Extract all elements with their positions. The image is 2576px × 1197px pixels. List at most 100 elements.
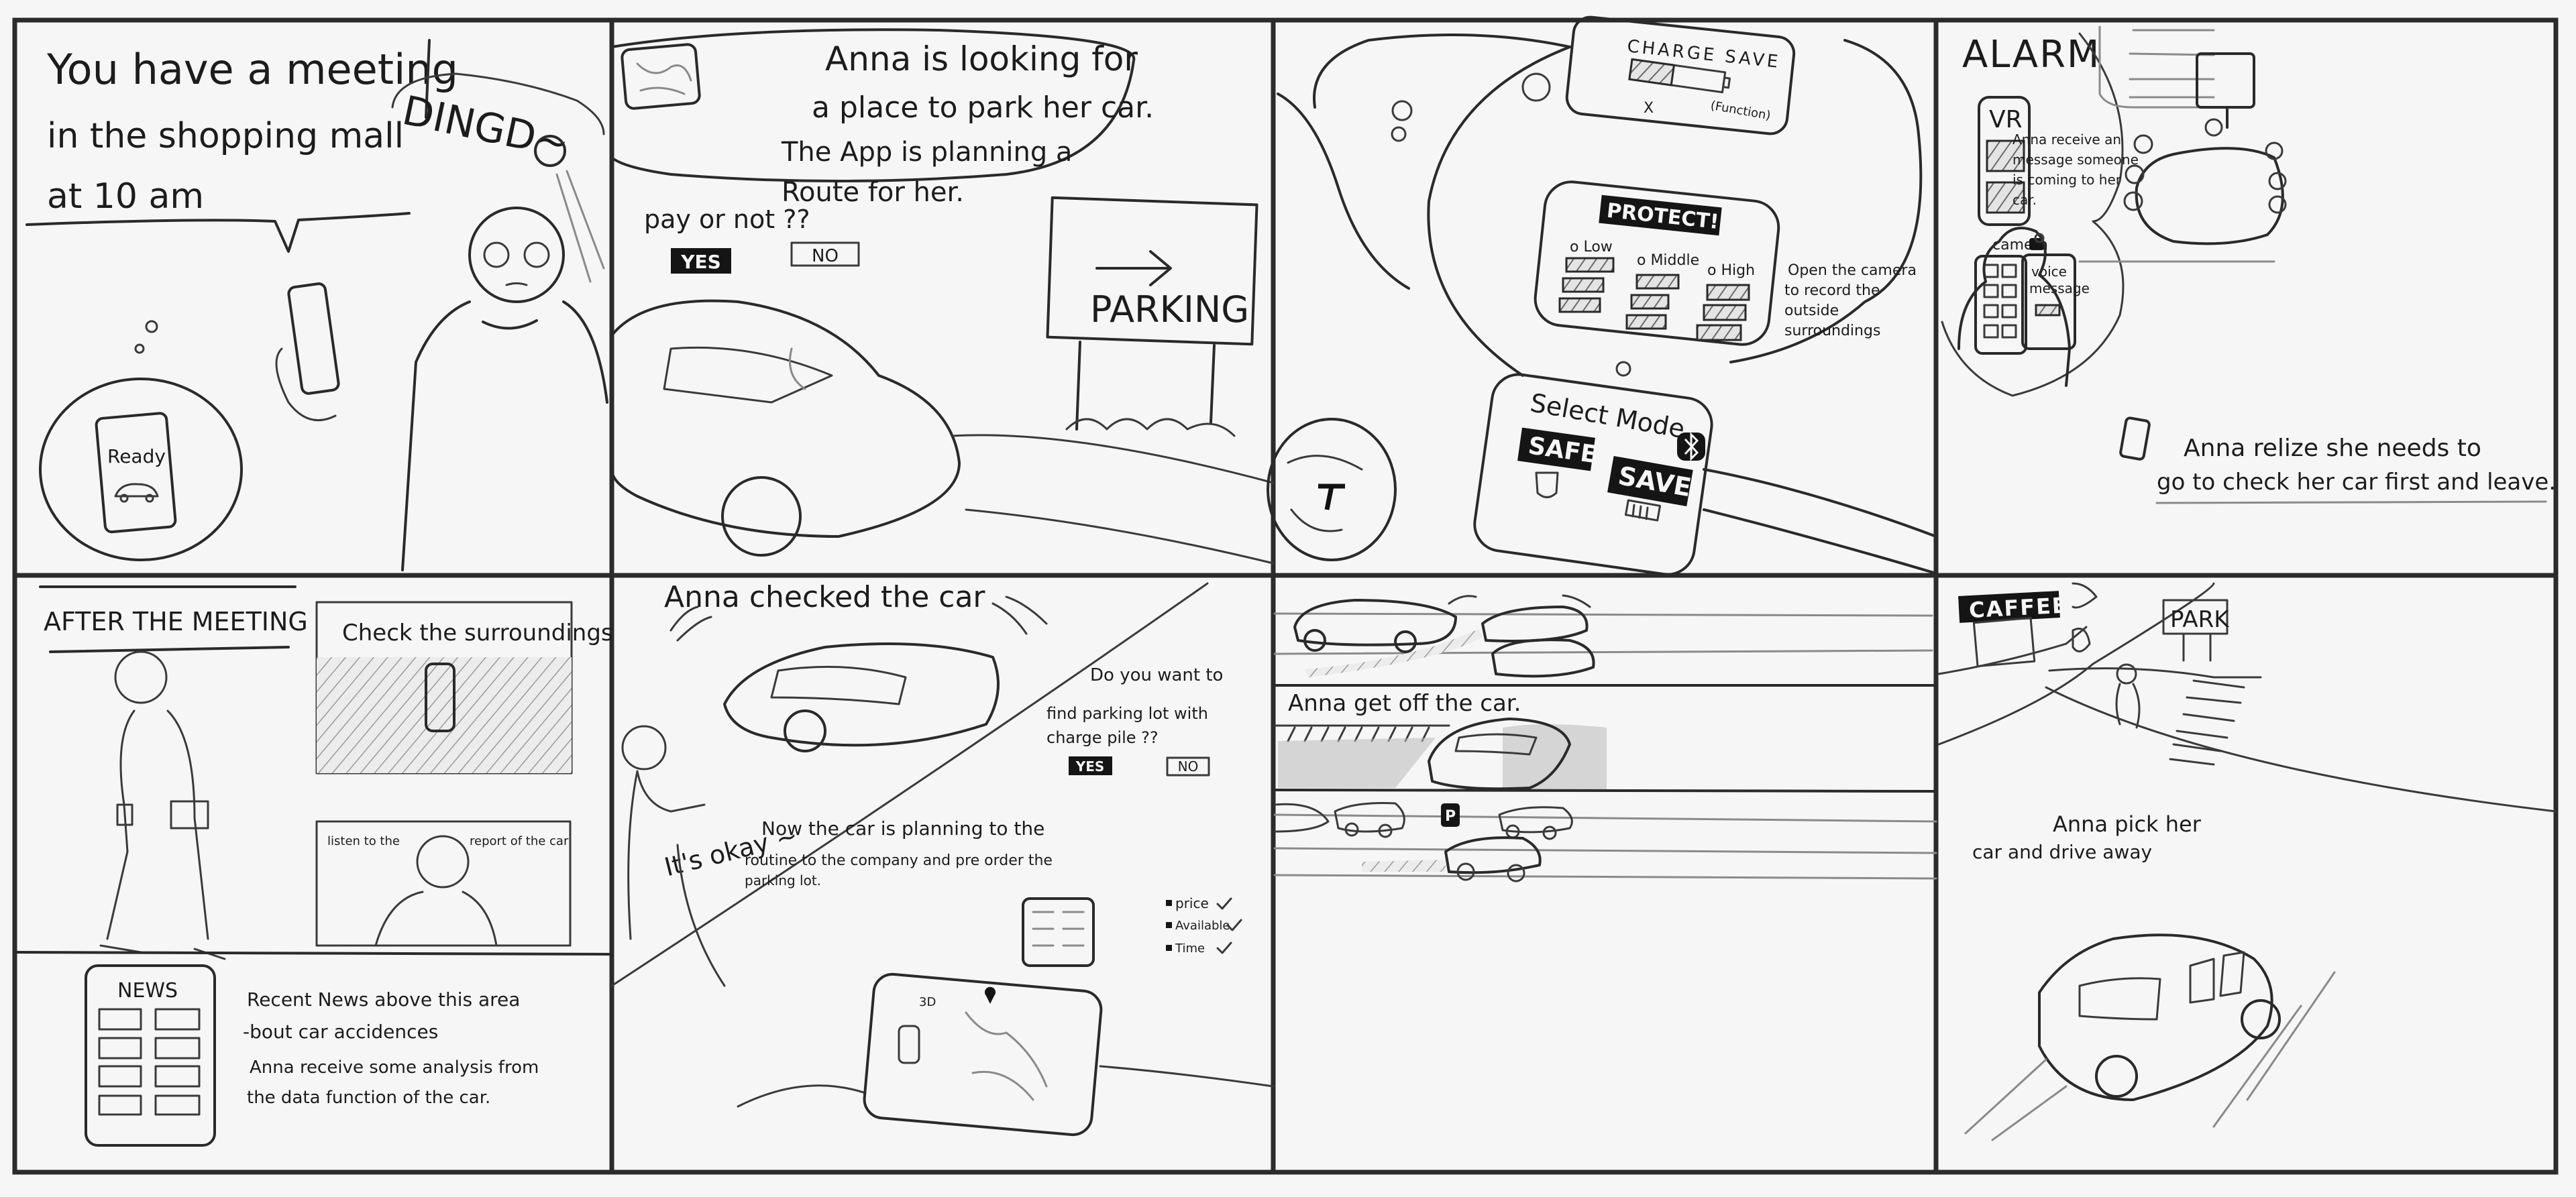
shoulder-bag [170,800,209,830]
message-line: car. [2012,192,2037,208]
no-button-label[interactable]: NO [1178,758,1199,775]
no-button-label[interactable]: NO [812,246,839,266]
whiteboard-bullets [2129,29,2215,99]
section-divider [13,951,613,956]
parking-badge[interactable]: P [1441,803,1460,827]
narration-line: The App is planning a [781,137,1072,168]
listen-report-card: listen to the report of the car [315,820,572,947]
phone-outline [287,282,340,395]
road [951,434,1275,565]
moving-car [1491,638,1595,678]
parked-car [1428,718,1571,791]
caption-line: Anna relize she needs to [2184,435,2481,462]
signal-waves [1448,594,1591,608]
level-middle-label[interactable]: o Middle [1637,252,1699,269]
meeting-table [2135,147,2284,245]
alarm-title: ALARM [1962,33,2100,76]
thought-dot [134,343,145,354]
yes-button[interactable]: YES [671,248,731,274]
checkbox-icon[interactable] [1166,922,1172,928]
listen-label: listen to the [327,834,400,848]
traffic-car [1273,803,1330,833]
diagonal-divider [610,582,1209,987]
voice-message-phone[interactable]: voice message [2021,253,2090,350]
car-window [770,665,907,705]
anna-head [416,835,470,889]
lane-markings [1964,971,2336,1141]
yes-button-label[interactable]: YES [1075,758,1105,775]
map-roads [965,1011,1048,1101]
vr-phone-outline [1978,96,2031,226]
plan-line: routine to the company and pre order the [745,852,1053,869]
criteria-available: Available [1175,919,1230,933]
no-button[interactable]: NO [1166,756,1210,777]
anna-body [627,770,706,940]
level-high-label[interactable]: o High [1707,262,1755,279]
function-note: (Function) [1709,99,1772,123]
level-high[interactable]: o High [1696,262,1755,341]
anna-body [1998,227,2071,387]
thought-bubble [610,28,1136,182]
checkbox-icon[interactable] [1166,945,1172,951]
lane-line [1273,847,1937,854]
connector-dot [1615,361,1631,377]
car-with-anna [610,299,1275,565]
ding-text: DINGD~ [398,87,574,168]
thought-bubble-phone: Ready [39,320,243,561]
parking-list-screen [1022,897,1095,967]
mode-save-label[interactable]: SAVE [1616,461,1694,502]
car-icon [898,1025,920,1064]
phone-with-feeds [425,663,455,732]
yes-button-label[interactable]: YES [680,251,721,273]
cancel-mark[interactable]: X [1644,100,1654,117]
anna-hair [555,170,605,283]
level-low[interactable]: o Low [1558,239,1615,313]
anna-body [1957,240,2000,350]
shield-icon [1535,471,1559,498]
map-route [636,62,692,95]
parking-badge-label[interactable]: P [1445,808,1456,825]
battery-icon [1624,499,1662,522]
anna-silhouette [789,347,806,390]
display-screen [2196,52,2255,109]
news-grid [98,1008,201,1116]
hair-bun [534,135,566,167]
thought-dot [1521,72,1551,102]
mode-safe-button[interactable]: SAFE [1517,427,1599,471]
bluetooth-icon[interactable] [1677,432,1705,461]
car-wheel [721,476,802,557]
anna-back-view [1957,227,2151,461]
news-phone[interactable]: NEWS [85,964,216,1147]
yes-button[interactable]: YES [1069,756,1112,775]
level-middle[interactable]: o Middle [1625,252,1699,330]
summary-line: Recent News above this area [247,988,520,1011]
map-mode-label[interactable]: 3D [919,995,936,1009]
phone-in-hand [116,803,133,826]
narration-line: Anna is looking for [825,40,1138,78]
camera-grid-phone [1974,255,2027,355]
criteria-checklist: price Available Time [1166,895,1242,956]
traffic-car [1334,802,1405,833]
news-label: NEWS [117,979,178,1003]
thought-dot [145,320,158,333]
thought-bubble [39,378,243,561]
checkbox-icon[interactable] [1166,900,1172,906]
car-body [610,299,961,538]
after-meeting-title: AFTER THE MEETING [44,607,308,636]
top-lane [1273,594,1937,687]
nav-screen-outline [621,43,701,110]
panel-2: Anna is looking for a place to park her … [610,28,1275,565]
parking-list-items [1032,911,1085,947]
charge-pile-prompt: Do you want to find parking lot with cha… [1046,665,1223,777]
card-outline [315,820,572,947]
level-low-label[interactable]: o Low [1570,239,1613,255]
cafe-door [1972,616,2036,668]
summary-line: Anna receive some analysis from [250,1058,539,1078]
checked-car [669,595,1048,752]
phone-status-ready: Ready [107,445,166,467]
motion-trail [1362,860,1446,872]
map-pin-icon [984,986,996,1004]
notification-caption: You have a meeting in the shopping mall … [25,39,458,253]
mode-save-button[interactable]: SAVE [1607,455,1694,506]
no-button[interactable]: NO [790,241,860,267]
